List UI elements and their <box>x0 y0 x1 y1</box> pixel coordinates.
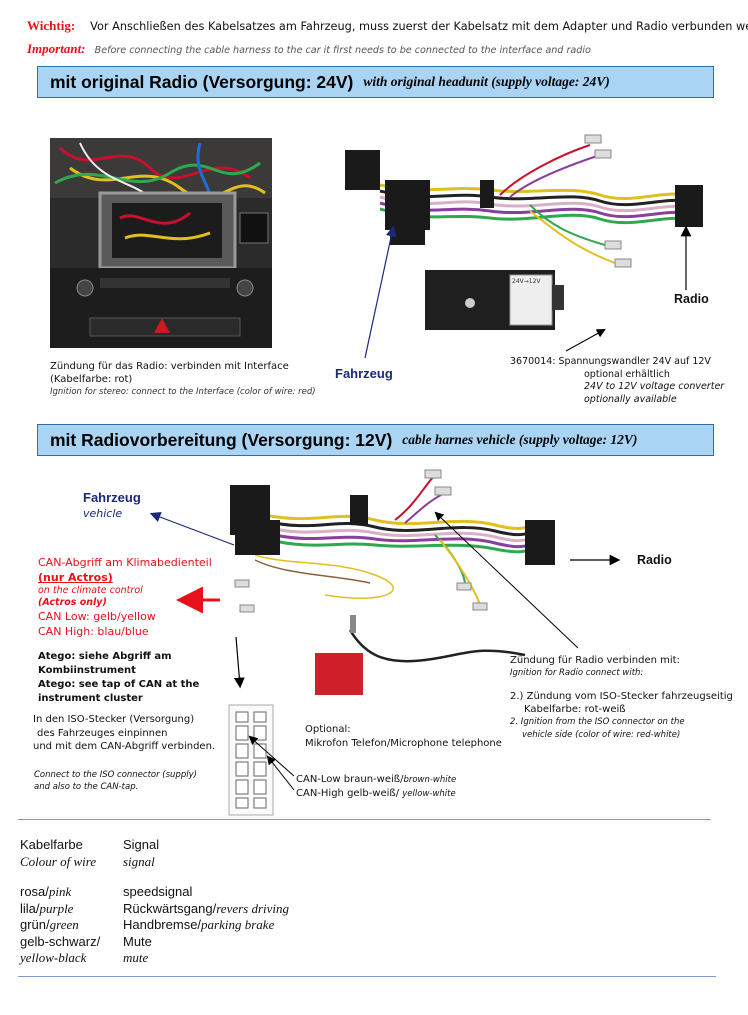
converter-en2: optionally available <box>584 393 677 405</box>
converter-caption: 3670014: Spannungswandler 24V auf 12V op… <box>510 356 724 406</box>
converter-box-label: 24V→12V <box>512 278 541 285</box>
atego-de2: Kombiinstrument <box>38 665 136 676</box>
warning-line-de: Wichtig: Vor Anschließen des Kabelsatzes… <box>27 18 748 34</box>
can-only: (nur Actros) <box>38 571 113 584</box>
legend-row: grün/green Handbremse/parking brake <box>20 917 289 934</box>
ignition-de2: (Kabelfarbe: rot) <box>50 374 133 385</box>
ignition-de: Zündung für das Radio: verbinden mit Int… <box>50 361 289 372</box>
mic-caption: Optional: Mikrofon Telefon/Microphone te… <box>305 723 502 751</box>
legend-head-colour: Kabelfarbe <box>20 837 83 852</box>
legend-head-row-en: Colour of wire signal <box>20 854 155 870</box>
iso-de2: des Fahrzeuges einpinnen <box>37 727 168 739</box>
ign2-de1: 2.) Zündung vom ISO-Stecker fahrzeugseit… <box>510 691 733 702</box>
section2-fahrzeug-label: Fahrzeug <box>83 490 141 505</box>
legend-head-signal: Signal <box>123 837 160 852</box>
colour-de: lila/ <box>20 900 40 916</box>
mic-optional: Optional: <box>305 724 351 735</box>
signal-de: speedsignal <box>123 884 193 899</box>
can-tap-block: CAN-Abgriff am Klimabedienteil (nur Actr… <box>38 555 212 639</box>
signal-en: revers driving <box>216 900 290 916</box>
divider-bottom <box>18 976 716 977</box>
section1-ignition-caption: Zündung für das Radio: verbinden mit Int… <box>50 360 316 399</box>
section2-banner: mit Radiovorbereitung (Versorgung: 12V) … <box>37 424 714 456</box>
wichtig-text: Vor Anschließen des Kabelsatzes am Fahrz… <box>90 20 748 33</box>
colour-de: rosa/ <box>20 884 49 899</box>
converter-de1: 3670014: Spannungswandler 24V auf 12V <box>510 356 711 367</box>
section1-harness-illustration <box>345 134 703 330</box>
ign2-en1: 2. Ignition from the ISO connector on th… <box>510 717 685 727</box>
section1-banner: mit original Radio (Versorgung: 24V) wit… <box>37 66 714 98</box>
legend-head-signal-en: signal <box>123 854 155 869</box>
can-low: CAN Low: gelb/yellow <box>38 610 156 623</box>
ign-de: Zündung für Radio verbinden mit: <box>510 655 680 666</box>
legend-rows: rosa/pink speedsignal lila/purple Rückwärt… <box>20 884 289 967</box>
colour-en: purple <box>39 900 74 916</box>
divider-top <box>18 819 711 820</box>
signal-de: Rückwärtsgang/ <box>123 900 217 916</box>
converter-en1: 24V to 12V voltage converter <box>584 381 725 392</box>
can-en-only: (Actros only) <box>38 597 107 608</box>
converter-de2: optional erhältlich <box>584 368 670 380</box>
section1-fahrzeug-label: Fahrzeug <box>335 366 393 381</box>
dashboard-photo <box>50 138 272 348</box>
important-text: Before connecting the cable harness to t… <box>94 45 591 56</box>
section1-title: mit original Radio (Versorgung: 24V) <box>50 71 354 92</box>
section1-radio-label: Radio <box>674 292 709 306</box>
section2-title: mit Radiovorbereitung (Versorgung: 12V) <box>50 429 393 450</box>
iso-en1: Connect to the ISO connector (supply) <box>34 770 197 780</box>
colour-de: gelb-schwarz/ <box>20 933 101 949</box>
ign2-de2: Kabelfarbe: rot-weiß <box>524 704 626 715</box>
colour-en: pink <box>48 884 72 899</box>
colour-en: yellow-black <box>20 950 87 965</box>
colour-de: grün/ <box>20 917 50 932</box>
ign-en: Ignition for Radio connect with: <box>510 668 644 678</box>
signal-en: mute <box>123 950 149 965</box>
section2-radio-label: Radio <box>637 553 672 567</box>
atego-en1: Atego: see tap of CAN at the <box>38 679 200 690</box>
can-en: on the climate control <box>38 585 143 596</box>
wichtig-label: Wichtig: <box>27 18 76 33</box>
canhigh-en: yellow-white <box>402 789 456 799</box>
can-title: CAN-Abgriff am Klimabedienteil <box>38 556 212 569</box>
canlow-de: CAN-Low braun-weiß/ <box>296 774 404 785</box>
signal-en: parking brake <box>201 917 275 932</box>
iso-connector-illustration <box>228 704 274 816</box>
iso-de1: In den ISO-Stecker (Versorgung) <box>33 714 195 725</box>
important-label: Important: <box>27 41 86 56</box>
legend-row: gelb-schwarz/Mute <box>20 934 289 951</box>
legend-head-row: Kabelfarbe Signal <box>20 837 159 853</box>
legend-row: lila/purple Rückwärtsgang/revers driving <box>20 901 289 918</box>
signal-de: Mute <box>123 933 152 949</box>
ignition-en: Ignition for stereo: connect to the Inte… <box>50 387 316 397</box>
iso-en2: and also to the CAN-tap. <box>34 781 139 792</box>
signal-de: Handbremse/ <box>123 917 202 932</box>
ign2-en2: vehicle side (color of wire: red-white) <box>522 730 681 740</box>
section2-vehicle-label: vehicle <box>83 507 123 520</box>
warning-line-en: Important: Before connecting the cable h… <box>27 38 591 57</box>
atego-block: Atego: siehe Abgriff am Kombiinstrument … <box>38 650 199 706</box>
section1-subtitle: with original headunit (supply voltage: … <box>363 74 610 89</box>
canlow-line: CAN-Low braun-weiß/brown-white <box>296 773 456 787</box>
legend-head-colour-en: Colour of wire <box>20 854 97 869</box>
iso-instructions: In den ISO-Stecker (Versorgung) des Fahr… <box>33 713 215 754</box>
iso-instructions-en: Connect to the ISO connector (supply) an… <box>34 770 197 793</box>
atego-en2: instrument cluster <box>38 693 143 704</box>
iso-de3: und mit dem CAN-Abgriff verbinden. <box>33 741 216 752</box>
can-high: CAN High: blau/blue <box>38 625 149 638</box>
can-wire-caption: CAN-Low braun-weiß/brown-white CAN-High … <box>296 773 456 801</box>
canhigh-line: CAN-High gelb-weiß/ yellow-white <box>296 787 456 801</box>
section2-subtitle: cable harnes vehicle (supply voltage: 12… <box>402 432 638 447</box>
canhigh-de: CAN-High gelb-weiß/ <box>296 788 403 799</box>
mic-text: Mikrofon Telefon/Microphone telephone <box>305 738 502 749</box>
legend-row: rosa/pink speedsignal <box>20 884 289 901</box>
canlow-en: brown-white <box>403 775 457 785</box>
legend-row: yellow-black mute <box>20 950 289 967</box>
atego-de1: Atego: siehe Abgriff am <box>38 651 172 662</box>
colour-en: green <box>49 917 79 932</box>
ignition-radio-block: Zündung für Radio verbinden mit: Ignitio… <box>510 654 733 742</box>
